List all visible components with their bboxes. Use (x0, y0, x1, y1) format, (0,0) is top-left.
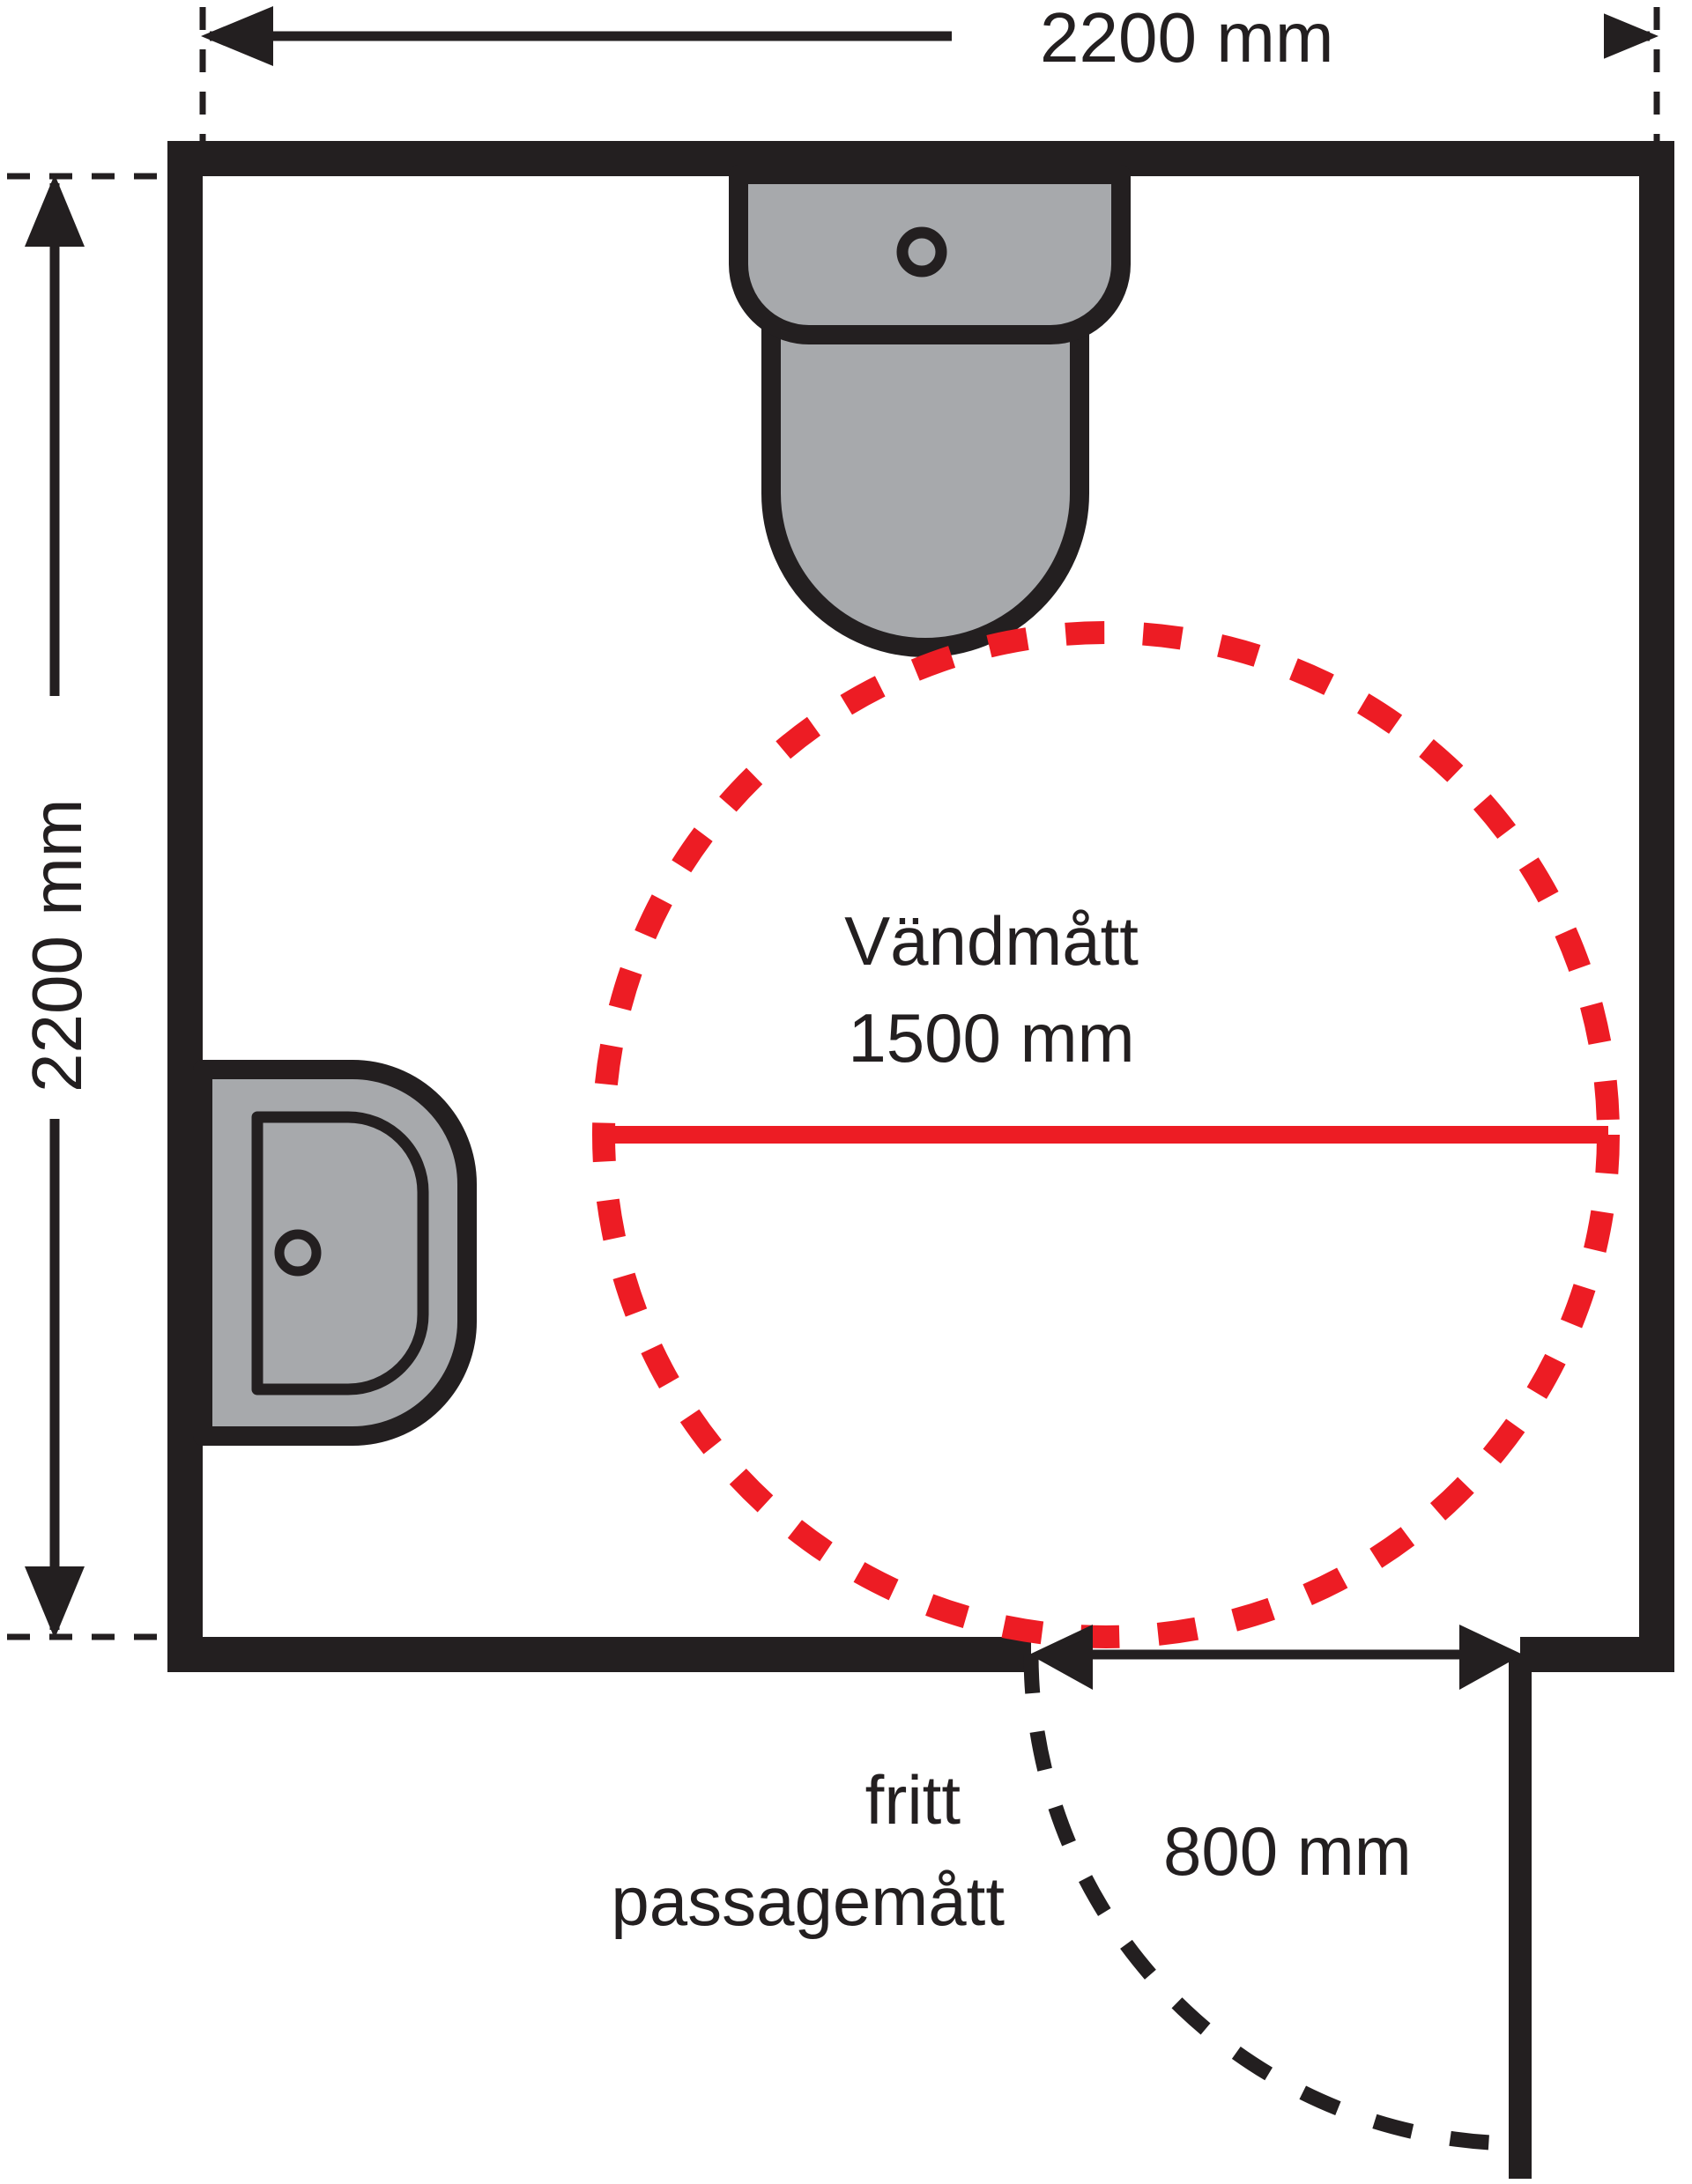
door-swing-arc (1023, 1654, 1521, 2151)
top-dimension-group: 2200 mm (199, 0, 1660, 141)
door-dimension-arrowhead-left (1029, 1625, 1093, 1690)
door-dimension-group: 800 mm (1029, 1625, 1523, 1890)
left-dimension-arrowhead-bottom (25, 1566, 85, 1639)
top-dimension-arrowhead-right (1586, 6, 1659, 66)
wall-bottom-right-stub (1520, 1637, 1674, 1672)
turning-circle-label-line1: Vändmått (844, 902, 1139, 980)
left-dimension-label-backdrop (9, 705, 106, 1119)
clear-passage-label-line1: fritt (865, 1761, 961, 1839)
left-dimension-arrowhead-top (25, 174, 85, 247)
washbasin-tap-icon (274, 1229, 322, 1277)
door-leaf (1509, 1655, 1532, 2179)
door-width-label: 800 mm (1163, 1812, 1412, 1890)
left-dimension-label: 2200 mm (18, 799, 96, 1092)
turning-circle-group: Vändmått 1500 mm (592, 621, 1620, 1648)
wall-bottom-left-segment (167, 1637, 1031, 1672)
washbasin-outer (193, 1060, 477, 1446)
top-dimension-label-backdrop (952, 0, 1604, 83)
clear-passage-label-line2: passagemått (611, 1862, 1005, 1940)
washbasin-basin-outline (251, 1111, 429, 1396)
left-dimension-group: 2200 mm (7, 173, 167, 1640)
door-dimension-arrowhead-right (1459, 1625, 1523, 1690)
clear-passage-callout: fritt passagemått (611, 1761, 1005, 1940)
wall-right (1639, 141, 1674, 1672)
toilet-bowl (761, 281, 1089, 657)
door-swing-group (1023, 1654, 1532, 2179)
toilet-fixture (729, 165, 1131, 657)
toilet-flush-button-icon (896, 226, 947, 278)
washbasin-fixture (193, 1060, 477, 1446)
top-dimension-arrowhead-left (201, 6, 273, 66)
turning-circle-label-line2: 1500 mm (848, 999, 1134, 1077)
top-dimension-label: 2200 mm (1040, 0, 1333, 77)
